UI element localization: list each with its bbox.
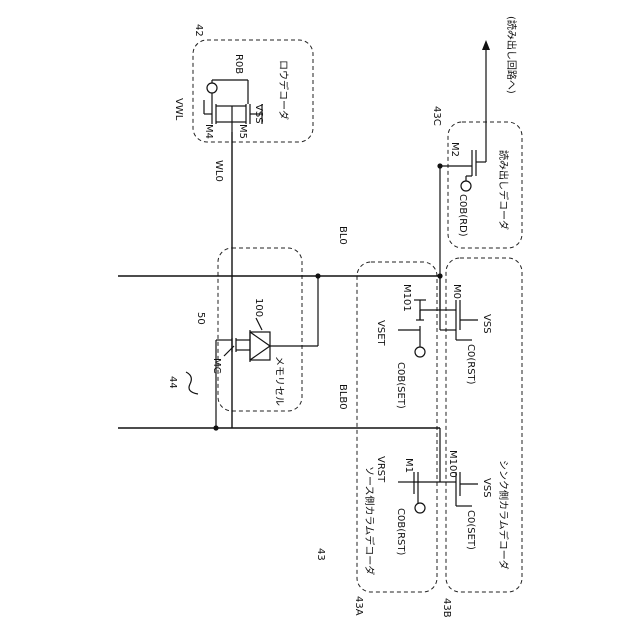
label-ref-43: 43 (315, 548, 326, 561)
label-row-decoder: ロウデコーダ (277, 60, 290, 120)
label-source-decoder: ソース側カラムデコーダ (363, 466, 376, 575)
label-read-decoder: 読み出しデコーダ (497, 150, 510, 230)
label-ref-43C: 43C (431, 106, 442, 126)
label-mc: MC (211, 358, 222, 374)
label-m2: M2 (449, 142, 460, 157)
label-m5: M5 (237, 124, 248, 139)
label-c0b-rst: C0B(RST) (395, 508, 406, 556)
label-wl0: WL0 (213, 160, 224, 182)
label-vwl: VWL (173, 98, 184, 121)
label-ref-42: 42 (193, 24, 204, 37)
label-vrst: VRST (375, 456, 386, 483)
label-m4: M4 (203, 124, 214, 139)
label-ref-44: 44 (167, 376, 178, 389)
label-sink-decoder: シンク側カラムデコーダ (497, 460, 510, 570)
label-m1: M1 (403, 458, 414, 473)
label-c0-set: C0(SET) (465, 510, 476, 550)
label-ref-100: 100 (253, 298, 264, 317)
label-vss-m0: VSS (481, 314, 492, 334)
transistor-m4 (204, 83, 232, 124)
junction-bl0-read (437, 163, 442, 168)
label-ref-43A: 43A (353, 596, 364, 616)
label-vset: VSET (375, 320, 386, 347)
label-to-read-circuit: (読み出し回路へ) (505, 16, 518, 94)
memory-cell-box (218, 248, 302, 411)
label-blb0: BLB0 (337, 384, 348, 410)
label-r0b: R0B (233, 54, 244, 74)
label-ref-43B: 43B (441, 598, 452, 618)
label-m0: M0 (451, 284, 462, 299)
label-bl0: BL0 (337, 226, 348, 245)
label-ref-50: 50 (195, 312, 206, 325)
sink-decoder-box (446, 258, 522, 592)
transistor-m1 (398, 472, 440, 513)
label-c0b-set: C0B(SET) (395, 362, 406, 409)
label-m101: M101 (401, 284, 412, 312)
label-c0-rst: C0(RST) (465, 344, 476, 385)
transistor-m2 (461, 150, 486, 191)
leader-44 (186, 372, 198, 394)
label-vss-row: VSS (253, 104, 264, 124)
label-vss-m100: VSS (481, 478, 492, 498)
label-c0b-rd: C0B(RD) (457, 194, 468, 237)
label-m100: M100 (447, 450, 458, 478)
label-memory-cell: メモリセル (273, 356, 285, 406)
